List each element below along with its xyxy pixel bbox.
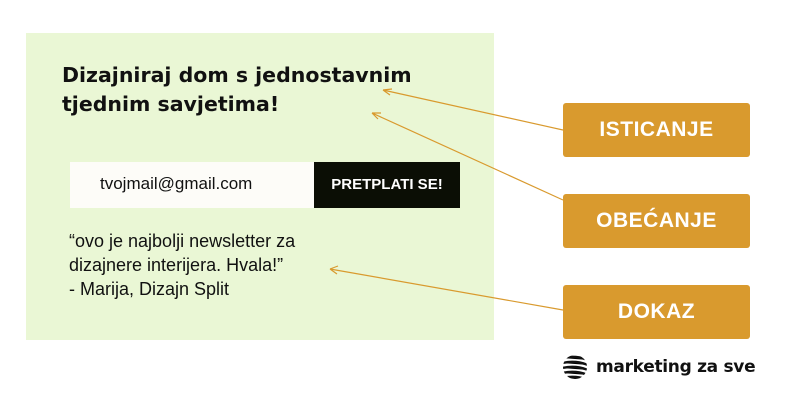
headline-line-2: tjednim savjetima! (62, 92, 280, 116)
tag-emphasis: ISTICANJE (563, 103, 750, 157)
logo-text: marketing za sve (596, 357, 756, 377)
testimonial-line-2: dizajnere interijera. Hvala!” (69, 255, 284, 275)
headline: Dizajniraj dom s jednostavnim tjednim sa… (62, 61, 502, 119)
email-value: tvojmail@gmail.com (100, 174, 253, 193)
subscribe-button[interactable]: PRETPLATI SE! (314, 162, 460, 208)
testimonial-line-1: “ovo je najbolji newsletter za (69, 231, 296, 251)
email-input[interactable]: tvojmail@gmail.com (70, 162, 314, 208)
testimonial-author: - Marija, Dizajn Split (69, 279, 230, 299)
headline-line-1: Dizajniraj dom s jednostavnim (62, 63, 412, 87)
tag-promise: OBEĆANJE (563, 194, 750, 248)
arrow-emphasis (382, 88, 564, 131)
tag-proof: DOKAZ (563, 285, 750, 339)
arrow-promise (371, 112, 564, 201)
logo-sphere-icon (563, 355, 587, 379)
brand-logo: marketing za sve (562, 354, 756, 380)
arrow-proof (329, 265, 564, 311)
testimonial: “ovo je najbolji newsletter za dizajnere… (69, 229, 295, 301)
